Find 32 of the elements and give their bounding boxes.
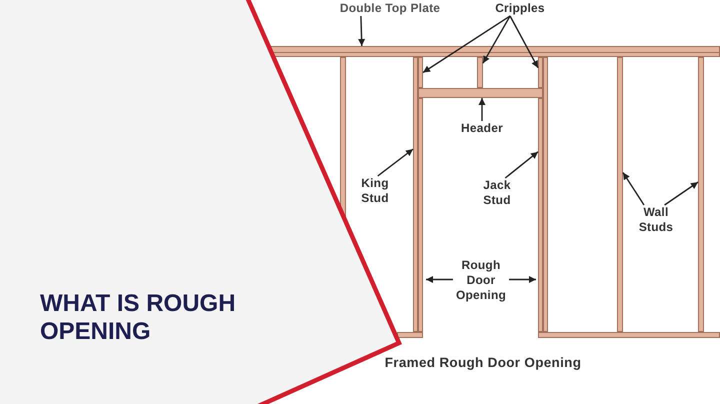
leader-arrow xyxy=(509,16,539,68)
top-plate xyxy=(270,46,720,57)
figure-caption: Framed Rough Door Opening xyxy=(384,355,582,370)
callout-label: Wall Studs xyxy=(638,205,674,235)
king-stud xyxy=(543,57,548,332)
bottom-plate xyxy=(538,332,720,338)
dimension-label: Rough Door Opening xyxy=(456,258,506,303)
cripple-stud xyxy=(418,57,423,88)
leader-arrow xyxy=(478,98,486,121)
callout-label: Header xyxy=(461,121,503,136)
bottom-plate xyxy=(397,332,423,338)
wall-stud xyxy=(698,57,704,332)
cripple-stud xyxy=(538,57,543,88)
leader-arrow xyxy=(422,15,510,74)
leader-arrow xyxy=(482,16,511,64)
jack-stud xyxy=(538,98,543,332)
jack-stud xyxy=(418,98,423,332)
wall-stud xyxy=(617,57,623,332)
callout-label: Cripples xyxy=(495,1,545,16)
callout-label: Jack Stud xyxy=(483,178,511,208)
leader-arrow xyxy=(622,172,645,206)
leader-arrow xyxy=(504,151,538,179)
page-title: WHAT IS ROUGH OPENING xyxy=(40,290,237,346)
cripple-stud xyxy=(477,57,483,88)
wall-stud xyxy=(340,57,346,217)
leader-arrow xyxy=(664,182,698,206)
callout-label: Double Top Plate xyxy=(340,1,440,16)
leader-arrow xyxy=(377,148,414,177)
header-beam xyxy=(418,88,543,98)
callout-label: King Stud xyxy=(361,176,389,206)
leader-arrow xyxy=(358,16,366,46)
king-stud xyxy=(413,57,418,332)
